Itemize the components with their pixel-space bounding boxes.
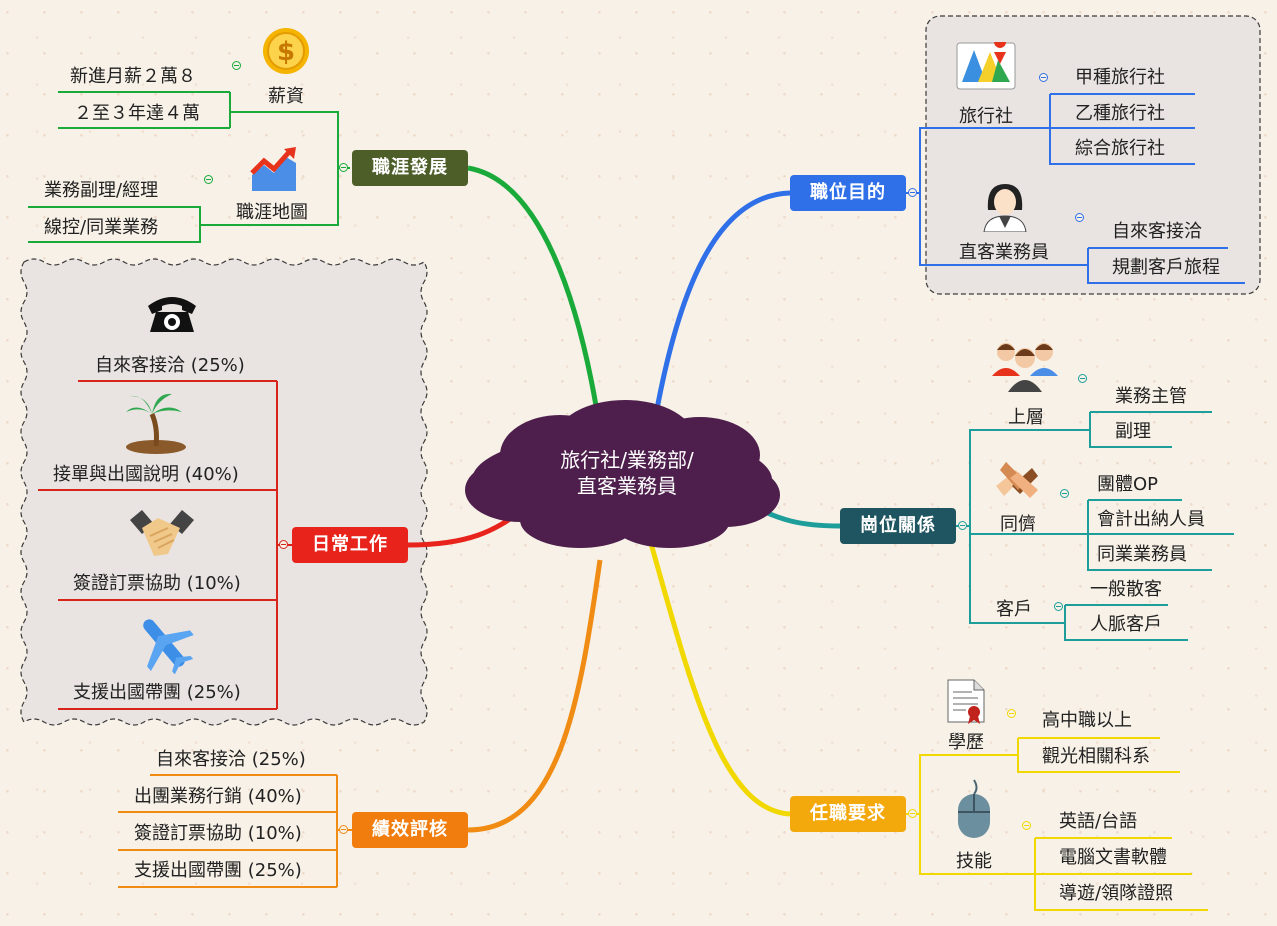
agent-item-2[interactable]: 規劃客戶旅程 [1112,257,1220,278]
skill-caption[interactable]: 技能 [956,851,992,872]
collapse-toggle[interactable] [204,175,213,184]
salary-item-2[interactable]: ２至３年達４萬 [74,103,200,124]
certificate-icon [946,678,986,724]
svg-text:$: $ [277,37,295,67]
upper-item-2[interactable]: 副理 [1115,421,1151,442]
collapse-toggle[interactable] [908,188,917,197]
collapse-toggle[interactable] [339,825,348,834]
career-map-item-2[interactable]: 線控/同業業務 [44,217,159,238]
daily-item-2[interactable]: 接單與出國說明 (40%) [53,464,239,485]
agency-item-3[interactable]: 綜合旅行社 [1075,138,1165,159]
upper-caption[interactable]: 上層 [1008,407,1044,428]
peer-item-1[interactable]: 團體OP [1097,474,1159,495]
topic-career[interactable]: 職涯發展 [352,150,468,186]
center-cloud [465,400,780,548]
telephone-icon [144,292,200,336]
edu-item-2[interactable]: 觀光相關科系 [1042,746,1150,767]
daily-item-4[interactable]: 支援出國帶團 (25%) [73,682,241,703]
peer-item-3[interactable]: 同業業務員 [1097,544,1187,565]
perf-item-3[interactable]: 簽證訂票協助 (10%) [134,823,302,844]
perf-item-1[interactable]: 自來客接洽 (25%) [156,749,306,770]
perf-item-4[interactable]: 支援出國帶團 (25%) [134,860,302,881]
career-map-caption[interactable]: 職涯地圖 [236,202,308,223]
people-group-icon [992,336,1058,392]
client-caption[interactable]: 客戶 [996,599,1032,620]
daily-item-1[interactable]: 自來客接洽 (25%) [95,355,245,376]
agency-caption[interactable]: 旅行社 [959,106,1013,127]
agent-item-1[interactable]: 自來客接洽 [1112,221,1202,242]
map-pin-icon [956,36,1016,90]
agency-item-2[interactable]: 乙種旅行社 [1075,103,1165,124]
peer-item-2[interactable]: 會計出納人員 [1097,509,1205,530]
collapse-toggle[interactable] [1075,213,1084,222]
stacked-hands-icon [992,456,1044,504]
topic-relations[interactable]: 崗位關係 [840,508,956,544]
edu-caption[interactable]: 學歷 [948,732,984,753]
central-topic[interactable]: 旅行社/業務部/ 直客業務員 [517,447,737,499]
agency-item-1[interactable]: 甲種旅行社 [1075,67,1165,88]
skill-item-2[interactable]: 電腦文書軟體 [1059,847,1167,868]
salary-item-1[interactable]: 新進月薪２萬８ [70,66,196,87]
handshake-icon [128,506,196,562]
daily-boundary [20,258,428,726]
dollar-coin-icon: $ [262,27,310,75]
rising-chart-icon [250,145,298,193]
collapse-toggle[interactable] [1060,489,1069,498]
peer-caption[interactable]: 同儕 [1000,514,1036,535]
collapse-toggle[interactable] [279,540,288,549]
career-map-item-1[interactable]: 業務副理/經理 [44,180,159,201]
topic-daily-work[interactable]: 日常工作 [292,527,408,563]
collapse-toggle[interactable] [908,809,917,818]
central-topic-line1: 旅行社/業務部/ [560,448,694,472]
businesswoman-icon [982,180,1028,233]
collapse-toggle[interactable] [339,163,348,172]
salary-caption[interactable]: 薪資 [268,86,304,107]
skill-item-1[interactable]: 英語/台語 [1059,811,1138,832]
collapse-toggle[interactable] [232,61,241,70]
agent-caption[interactable]: 直客業務員 [959,242,1049,263]
central-topic-line2: 直客業務員 [577,474,677,498]
topic-purpose[interactable]: 職位目的 [790,175,906,211]
collapse-toggle[interactable] [1078,374,1087,383]
client-item-1[interactable]: 一般散客 [1090,579,1162,600]
upper-item-1[interactable]: 業務主管 [1115,386,1187,407]
computer-mouse-icon [955,778,993,840]
collapse-toggle[interactable] [1054,602,1063,611]
skill-item-3[interactable]: 導遊/領隊證照 [1059,883,1174,904]
airplane-icon [134,612,194,675]
client-item-2[interactable]: 人脈客戶 [1090,614,1162,635]
collapse-toggle[interactable] [1007,709,1016,718]
collapse-toggle[interactable] [1039,73,1048,82]
palm-island-icon [122,392,186,454]
topic-performance[interactable]: 績效評核 [352,812,468,848]
edu-item-1[interactable]: 高中職以上 [1042,710,1132,731]
perf-item-2[interactable]: 出團業務行銷 (40%) [134,786,302,807]
daily-item-3[interactable]: 簽證訂票協助 (10%) [73,573,241,594]
collapse-toggle[interactable] [958,521,967,530]
collapse-toggle[interactable] [1022,821,1031,830]
topic-requirements[interactable]: 任職要求 [790,796,906,832]
